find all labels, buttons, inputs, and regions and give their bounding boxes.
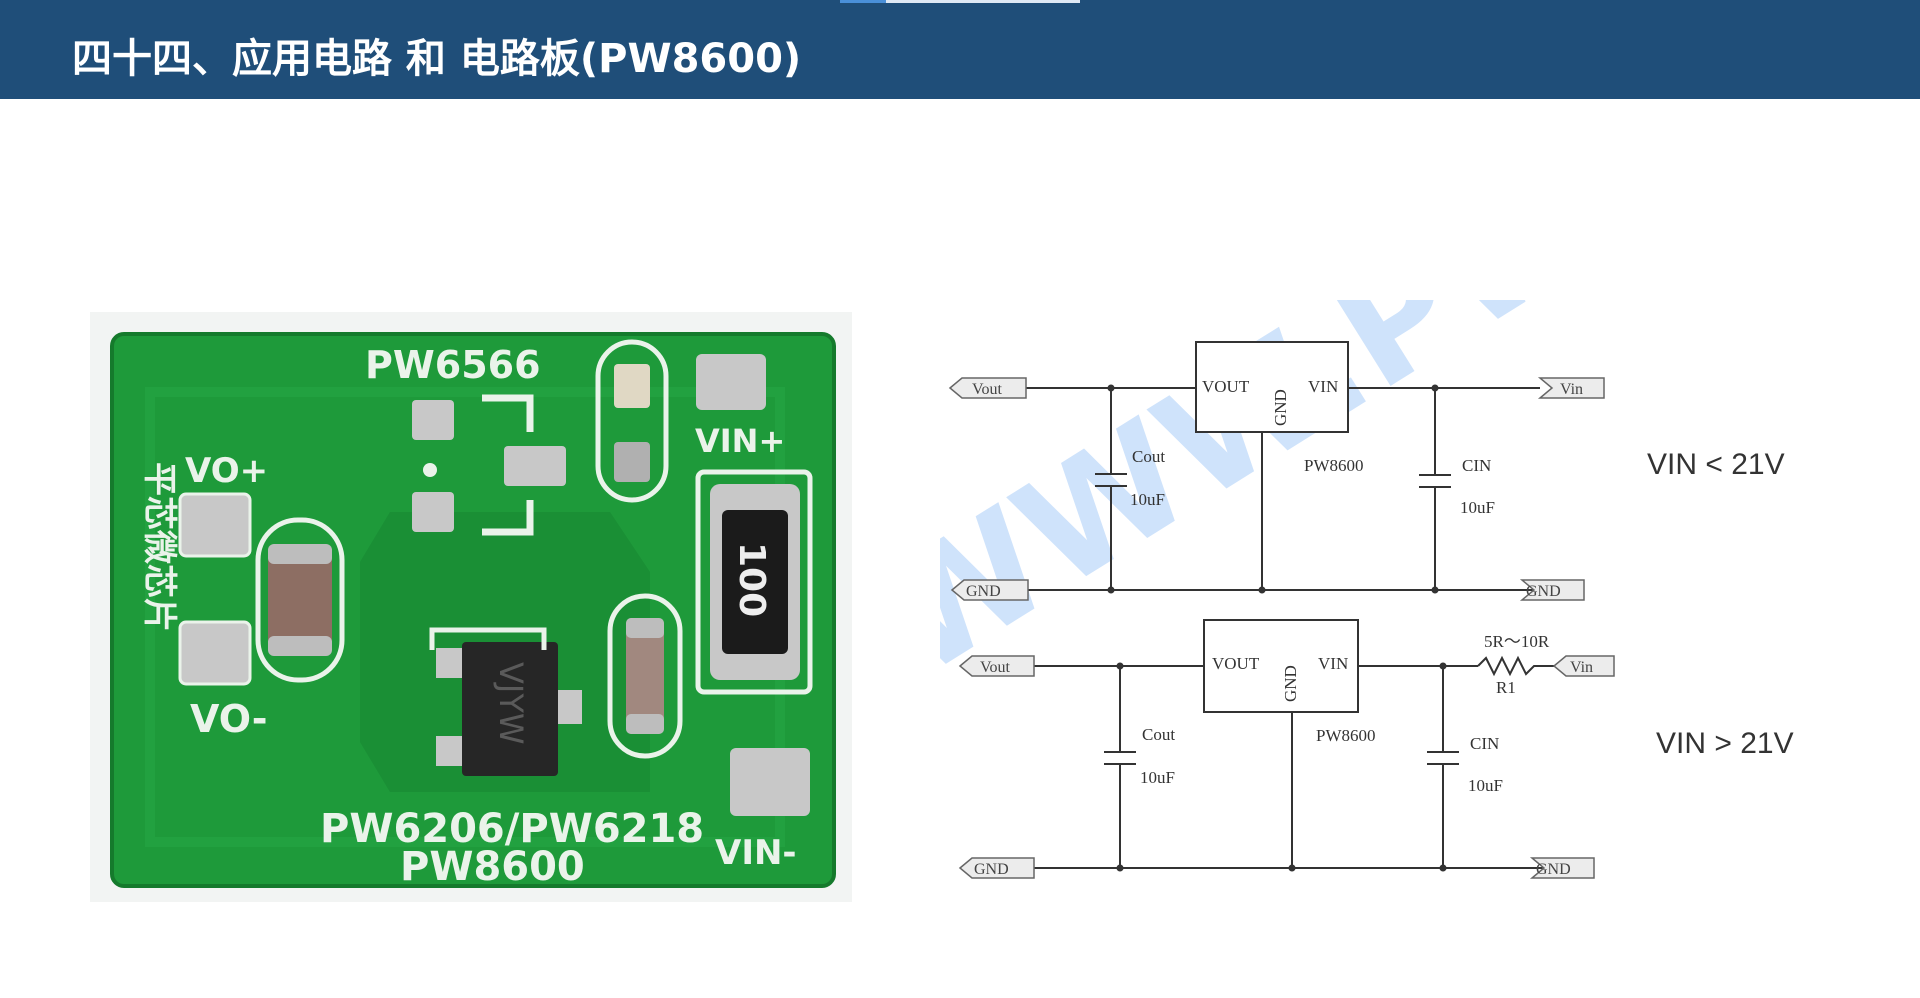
pin1-dot	[423, 463, 437, 477]
top-port-vout-label: Vout	[972, 381, 1002, 398]
pad-ic1-3	[504, 446, 566, 486]
bottom-r1-value: 5R～10R	[1484, 632, 1550, 651]
bottom-r1-name: R1	[1496, 678, 1516, 697]
bottom-cin-name: CIN	[1470, 734, 1499, 753]
top-pin-gnd: GND	[1271, 389, 1290, 426]
resistor-top	[722, 510, 788, 654]
bottom-port-gnd-left	[958, 857, 1035, 879]
pad-ic1-2	[412, 492, 454, 532]
bottom-junctions	[1116, 662, 1447, 872]
top-port-gnd-right	[1519, 579, 1585, 601]
bottom-port-vout-label: Vout	[980, 659, 1010, 676]
pad-vo-plus	[178, 492, 252, 558]
ic2-pin-1	[436, 648, 466, 678]
condition-bottom: VIN > 21V	[1656, 727, 1794, 760]
top-pin-vin: VIN	[1308, 377, 1338, 396]
silk-corner-bottom	[482, 500, 534, 536]
header-accent-bar-light	[886, 0, 1080, 3]
top-port-gnd-right-label: GND	[1526, 583, 1561, 600]
ic2-body	[462, 642, 558, 776]
slide-title: 四十四、应用电路 和 电路板(PW8600)	[72, 36, 802, 82]
schematic-diagram: WWW.PWC. Vout Vin GND GND VOUT VIN GND P	[940, 300, 1660, 879]
silk-side-text: 平芯微芯片	[139, 462, 179, 632]
bottom-cout-name: Cout	[1142, 725, 1175, 744]
slide-header	[0, 0, 1920, 99]
bottom-pin-vout: VOUT	[1212, 654, 1260, 673]
resistor-marking: 100	[731, 542, 772, 617]
silk-cin-outline	[595, 339, 669, 503]
top-cin-name: CIN	[1462, 456, 1491, 475]
top-junction-2	[1431, 384, 1439, 392]
ic2-marking: VJYW	[492, 662, 530, 745]
top-port-gnd-left	[950, 579, 1029, 601]
top-junction-4	[1258, 586, 1266, 594]
bottom-junction-4	[1288, 864, 1296, 872]
silk-corner-top	[482, 394, 534, 432]
bottom-port-vin	[1552, 655, 1615, 677]
cap-bottom	[626, 618, 664, 734]
bottom-junction-2	[1439, 662, 1447, 670]
cout-capacitor	[268, 544, 332, 656]
pcb-trace	[145, 387, 785, 847]
silk-cout-outline	[255, 517, 345, 683]
silk-pw6566: PW6566	[365, 343, 541, 387]
bottom-resistor-r1	[1477, 655, 1554, 677]
bottom-junction-3	[1116, 864, 1124, 872]
silk-vin-minus: VIN-	[715, 833, 797, 873]
cout-terminal-top	[268, 544, 332, 564]
pad-cap-top	[614, 442, 650, 482]
top-cout-name: Cout	[1132, 447, 1165, 466]
pad-vin-plus	[696, 354, 766, 410]
silk-vin-plus: VIN+	[695, 422, 785, 460]
top-junctions	[1107, 384, 1439, 594]
silk-resistor-outline	[695, 469, 813, 695]
top-cin-value: 10uF	[1460, 498, 1495, 517]
bottom-ic-box	[1203, 619, 1359, 713]
bottom-pin-vin: VIN	[1318, 654, 1348, 673]
silk-vo-minus: VO-	[190, 697, 268, 741]
cap-top	[614, 364, 650, 408]
bottom-port-gnd-left-label: GND	[974, 861, 1009, 878]
board-photo: PW6566 VO+ VO- VIN+ VIN- PW6206/PW6218 P…	[90, 312, 852, 902]
bottom-cin-value: 10uF	[1468, 776, 1503, 795]
bottom-ic-label: PW8600	[1316, 726, 1376, 745]
silk-vo-plus: VO+	[185, 451, 268, 491]
top-ic-label: PW8600	[1304, 456, 1364, 475]
top-port-vin-label: Vin	[1560, 381, 1583, 398]
bottom-port-vout	[958, 655, 1035, 677]
top-cout-value: 10uF	[1130, 490, 1165, 509]
bottom-junction-1	[1116, 662, 1124, 670]
top-port-vin	[1537, 377, 1605, 399]
bottom-port-gnd-right	[1529, 857, 1595, 879]
top-junction-3	[1107, 586, 1115, 594]
cap-bottom-terminal-bottom	[626, 714, 664, 734]
cout-terminal-bottom	[268, 636, 332, 656]
bottom-port-gnd-right-label: GND	[1536, 861, 1571, 878]
top-junction-5	[1431, 586, 1439, 594]
bottom-pin-gnd: GND	[1281, 665, 1300, 702]
silk-pw8600: PW8600	[400, 844, 585, 890]
top-junction-1	[1107, 384, 1115, 392]
bottom-junction-5	[1439, 864, 1447, 872]
pad-vin-minus	[730, 748, 810, 816]
bottom-cout-value: 10uF	[1140, 768, 1175, 787]
cap-bottom-terminal-top	[626, 618, 664, 638]
top-port-gnd-left-label: GND	[966, 583, 1001, 600]
silk-pw6206-pw6218: PW6206/PW6218	[320, 806, 704, 852]
pad-ic1-1	[412, 400, 454, 440]
top-port-vout	[948, 377, 1027, 399]
top-ic-box	[1195, 341, 1349, 433]
silk-ic2-bracket	[429, 627, 547, 650]
pcb-edge	[110, 332, 836, 888]
top-pin-vout: VOUT	[1202, 377, 1250, 396]
silk-cap-bottom-outline	[607, 593, 683, 759]
ic2-pin-2	[436, 736, 466, 766]
bottom-port-vin-label: Vin	[1570, 659, 1593, 676]
pad-vo-minus	[178, 620, 252, 686]
condition-top: VIN < 21V	[1647, 448, 1785, 481]
bottom-circuit-wires	[1000, 655, 1554, 869]
